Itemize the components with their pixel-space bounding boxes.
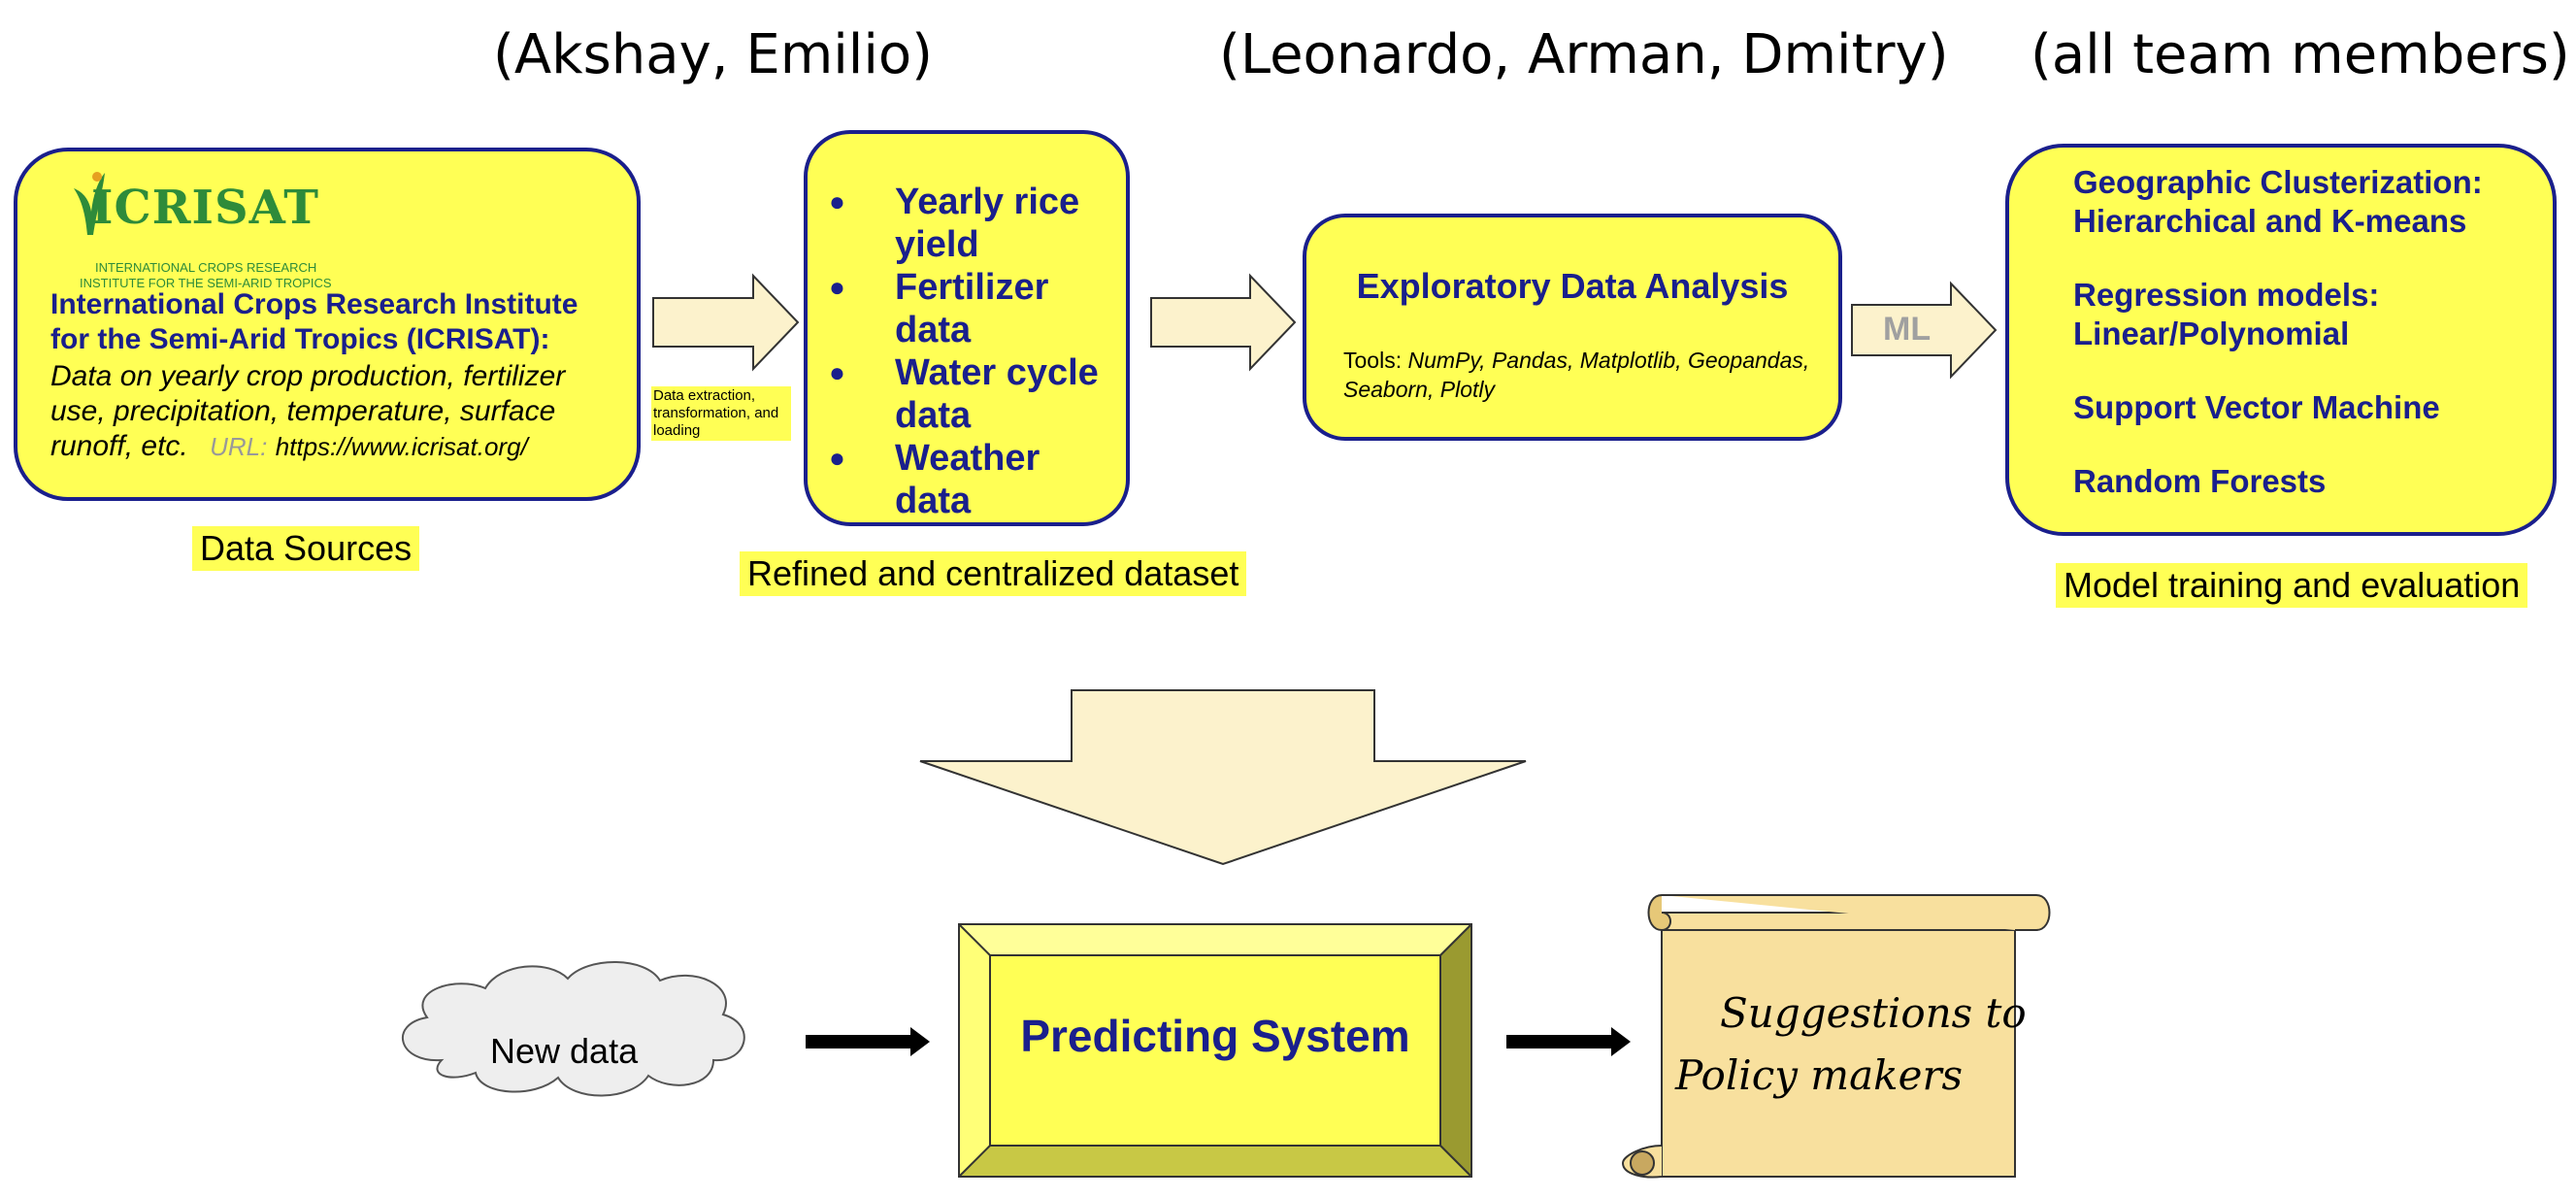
- ml-arrow-label: ML: [1883, 311, 1932, 348]
- models-box: Geographic Clusterization:Hierarchical a…: [2005, 144, 2557, 536]
- eda-title: Exploratory Data Analysis: [1356, 266, 1789, 306]
- source-description: Data on yearly crop production, fertiliz…: [50, 359, 565, 464]
- tools-list-1: NumPy, Pandas, Matplotlib, Geopandas,: [1407, 348, 1810, 373]
- source-desc-line-2: use, precipitation, temperature, surface: [50, 395, 556, 427]
- flow-arrow-eda: [1150, 273, 1297, 372]
- team-label-etl: (Akshay, Emilio): [493, 23, 934, 86]
- etl-note-line-2: transformation, and: [653, 405, 779, 421]
- model-item-random-forests: Random Forests: [2073, 463, 2327, 499]
- source-desc-line-3: runoff, etc. URL: https://www.icrisat.or…: [50, 429, 565, 464]
- model-item-clustering: Geographic Clusterization:Hierarchical a…: [2073, 164, 2483, 239]
- suggestions-line-1: Suggestions to: [1720, 989, 2027, 1037]
- predicting-system-label: Predicting System: [1020, 1011, 1410, 1061]
- tools-list-2: Seaborn, Plotly: [1343, 377, 1495, 402]
- logo-subtitle-1: INTERNATIONAL CROPS RESEARCH: [95, 260, 317, 275]
- suggestions-scroll: [1621, 894, 2051, 1179]
- new-data-label: New data: [490, 1031, 639, 1071]
- models-caption: Model training and evaluation: [2056, 563, 2528, 608]
- eda-tools: Tools: NumPy, Pandas, Matplotlib, Geopan…: [1343, 346, 1809, 404]
- model-item-svm: Support Vector Machine: [2073, 389, 2440, 425]
- logo-wordmark: ICRISAT: [91, 181, 319, 235]
- arrow-system-to-suggestions: [1506, 1027, 1631, 1056]
- eda-tools-line-2: Seaborn, Plotly: [1343, 375, 1809, 404]
- data-source-box: ICRISAT INTERNATIONAL CROPS RESEARCH INS…: [14, 148, 641, 501]
- source-title-line-1: International Crops Research Institute: [50, 288, 578, 320]
- suggestions-text: Suggestions to Policy makers: [1675, 982, 2027, 1107]
- source-url-link[interactable]: https://www.icrisat.org/: [275, 432, 528, 461]
- logo-subtitle-2: INSTITUTE FOR THE SEMI-ARID TROPICS: [80, 276, 332, 290]
- etl-note: Data extraction, transformation, and loa…: [651, 386, 791, 441]
- model-item-regression: Regression models:Linear/Polynomial: [2073, 277, 2380, 351]
- flow-arrow-ml: [1851, 281, 1998, 380]
- dataset-caption: Refined and centralized dataset: [740, 551, 1247, 596]
- flow-arrow-etl: [652, 273, 800, 372]
- suggestions-line-2: Policy makers: [1675, 1051, 1964, 1099]
- eda-box: Exploratory Data Analysis Tools: NumPy, …: [1303, 214, 1842, 441]
- etl-note-line-3: loading: [653, 422, 701, 439]
- eda-tools-line-1: Tools: NumPy, Pandas, Matplotlib, Geopan…: [1343, 346, 1809, 375]
- etl-note-line-1: Data extraction,: [653, 387, 756, 404]
- new-data-cloud: [401, 961, 745, 1097]
- predicting-system-bevel: [958, 923, 1472, 1178]
- source-desc-text: runoff, etc.: [50, 430, 188, 462]
- team-label-models: (all team members): [2031, 23, 2570, 86]
- models-list: Geographic Clusterization:Hierarchical a…: [2073, 163, 2483, 536]
- url-label: URL:: [210, 432, 268, 461]
- data-sources-caption: Data Sources: [192, 526, 420, 571]
- source-desc-line-1: Data on yearly crop production, fertiliz…: [50, 360, 566, 392]
- big-down-arrow: [919, 689, 1527, 866]
- source-title: International Crops Research Institute f…: [50, 287, 578, 357]
- team-label-eda: (Leonardo, Arman, Dmitry): [1219, 23, 1949, 86]
- tools-label: Tools:: [1343, 348, 1403, 373]
- leaf-icon: [74, 172, 105, 235]
- source-title-line-2: for the Semi-Arid Tropics (ICRISAT):: [50, 323, 550, 355]
- arrow-newdata-to-system: [806, 1027, 930, 1056]
